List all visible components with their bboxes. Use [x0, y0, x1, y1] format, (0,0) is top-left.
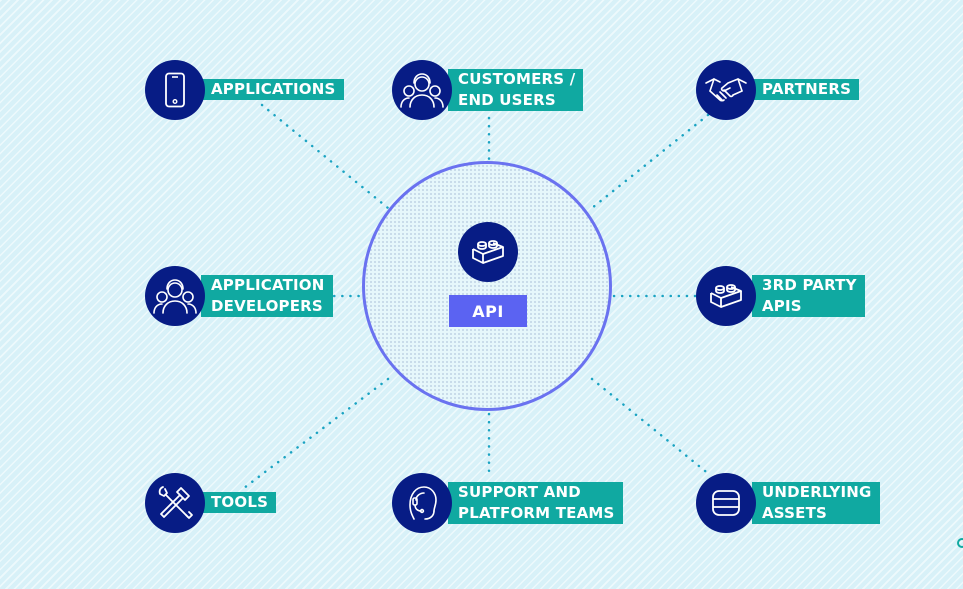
node-label-tools: TOOLS: [201, 492, 277, 513]
node-label-customers: CUSTOMERS / END USERS: [448, 69, 584, 111]
api-hub-icon-circle: [458, 222, 518, 282]
node-label-assets: UNDERLYING ASSETS: [752, 482, 880, 524]
corner-badge-icon: [957, 538, 963, 548]
api-hub-label: API: [449, 295, 527, 327]
node-label-applications: APPLICATIONS: [201, 79, 344, 100]
connector-assets: [590, 377, 712, 477]
node-label-partners: PARTNERS: [752, 79, 860, 100]
database-icon: [712, 490, 740, 516]
node-label-app-developers: APPLICATION DEVELOPERS: [201, 275, 333, 317]
lego-brick-icon: [472, 240, 504, 264]
lego-brick-icon: [710, 284, 742, 308]
connector-tools: [238, 377, 390, 493]
people-group-icon: [153, 279, 197, 314]
smartphone-icon: [165, 72, 185, 108]
node-label-third-party: 3RD PARTY APIS: [752, 275, 865, 317]
connector-applications: [260, 103, 390, 210]
connector-partners: [590, 113, 710, 210]
handshake-icon: [705, 78, 747, 102]
api-hub-circle: [362, 161, 612, 411]
people-group-icon: [400, 73, 444, 108]
wrench-hammer-icon: [158, 486, 193, 519]
headset-agent-icon: [409, 486, 437, 520]
node-label-support: SUPPORT AND PLATFORM TEAMS: [448, 482, 623, 524]
